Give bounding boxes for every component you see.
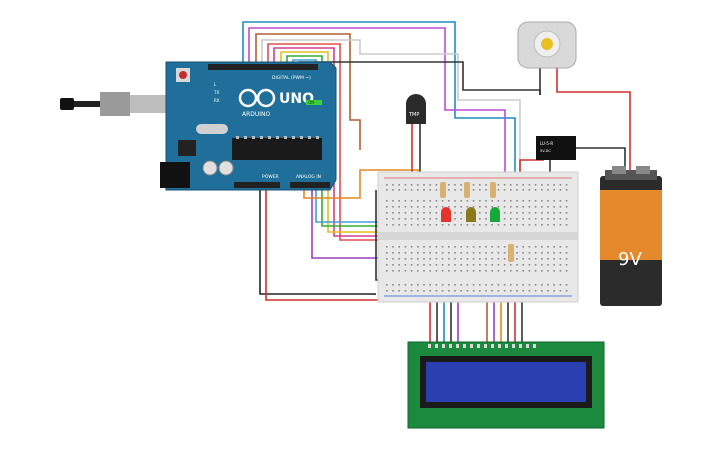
arduino-brand: ARDUINO bbox=[242, 111, 271, 118]
tx-label: TX bbox=[213, 90, 219, 95]
sensor-label: TMP bbox=[408, 112, 419, 118]
relay-sub: 5V-DC bbox=[540, 149, 551, 153]
digital-header bbox=[208, 64, 318, 70]
power-label: POWER bbox=[262, 174, 279, 180]
digital-label: DIGITAL (PWM ~) bbox=[272, 75, 311, 81]
resistor bbox=[440, 182, 446, 198]
arduino-logo-icon bbox=[238, 88, 276, 108]
analog-label: ANALOG IN bbox=[296, 174, 321, 180]
battery-label: 9V bbox=[618, 249, 642, 270]
relay-label: LU-5-R bbox=[540, 141, 553, 146]
power-jack bbox=[160, 162, 190, 188]
wire-purple-top bbox=[248, 27, 506, 248]
wire-red-top bbox=[267, 43, 440, 241]
arduino-board bbox=[165, 61, 337, 191]
power-header bbox=[234, 182, 280, 188]
wire-battery-black bbox=[566, 147, 626, 172]
wire-pink-top bbox=[273, 47, 455, 237]
battery-9v: 9V bbox=[600, 166, 662, 306]
l-label: L bbox=[214, 82, 217, 87]
breadboard-holes bbox=[386, 184, 568, 292]
lcd-display bbox=[407, 341, 605, 429]
led-red bbox=[441, 207, 451, 222]
arduino-model: UNO bbox=[279, 91, 314, 107]
analog-header bbox=[290, 182, 330, 188]
wire-motor-red bbox=[556, 62, 631, 172]
lcd-pins bbox=[428, 344, 536, 348]
wire-black-gnd bbox=[259, 190, 376, 295]
dc-motor bbox=[517, 21, 577, 69]
usb-cable bbox=[60, 92, 170, 116]
components bbox=[440, 182, 514, 262]
breadboard bbox=[377, 171, 579, 303]
reset-button bbox=[179, 71, 187, 79]
wire-brown-top bbox=[255, 33, 361, 150]
rx-label: RX bbox=[214, 98, 220, 103]
atmega-chip bbox=[232, 138, 322, 160]
relay: LU-5-R 5V-DC bbox=[536, 136, 576, 160]
on-label: ON bbox=[308, 100, 314, 105]
led-yellow bbox=[466, 207, 476, 222]
arduino-uno: UNO ARDUINO DIGITAL (PWM ~) POWER ANALOG… bbox=[160, 61, 337, 191]
wire-yellow-top bbox=[280, 51, 468, 233]
lcd-screen bbox=[426, 362, 586, 402]
wire-white-top bbox=[261, 39, 521, 258]
wire-blue-top bbox=[242, 21, 516, 250]
resistor bbox=[464, 182, 470, 198]
led-green bbox=[490, 207, 500, 222]
wire-red-5v bbox=[265, 190, 380, 301]
temperature-sensor: TMP bbox=[406, 94, 426, 124]
resistor bbox=[490, 182, 496, 198]
resistor bbox=[508, 244, 514, 262]
motor-shaft-icon bbox=[541, 38, 553, 50]
